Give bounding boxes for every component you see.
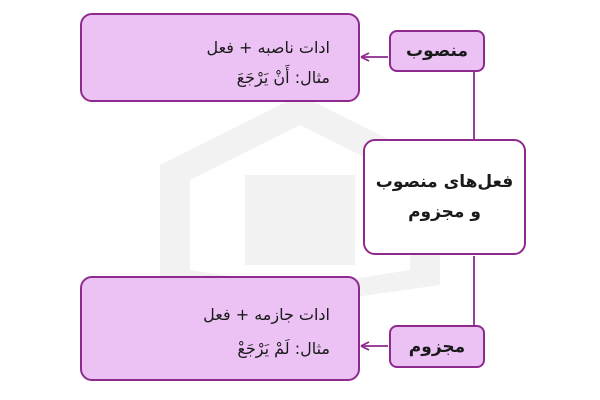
center-topic-box: فعل‌های منصوب و مجزوم [363,139,526,255]
mansub-label: منصوب [406,41,468,61]
mansub-detail-box: ادات ناصبه + فعل مثال: أَنْ یَرْجَعَ [80,13,360,102]
majzum-label: مجزوم [408,336,466,357]
center-title-line1: فعل‌های منصوب [375,172,514,192]
mansub-rule-text: ادات ناصبه + فعل [206,38,330,57]
majzum-rule-text: ادات جازمه + فعل [203,305,330,324]
center-title-line2: و مجزوم [408,202,481,222]
mansub-label-box: منصوب [389,30,485,72]
majzum-detail-box: ادات جازمه + فعل مثال: لَمْ یَرْجَعْ [80,276,360,381]
majzum-example-text: مثال: لَمْ یَرْجَعْ [237,339,330,358]
mansub-example-text: مثال: أَنْ یَرْجَعَ [236,68,330,87]
majzum-label-box: مجزوم [389,325,485,368]
